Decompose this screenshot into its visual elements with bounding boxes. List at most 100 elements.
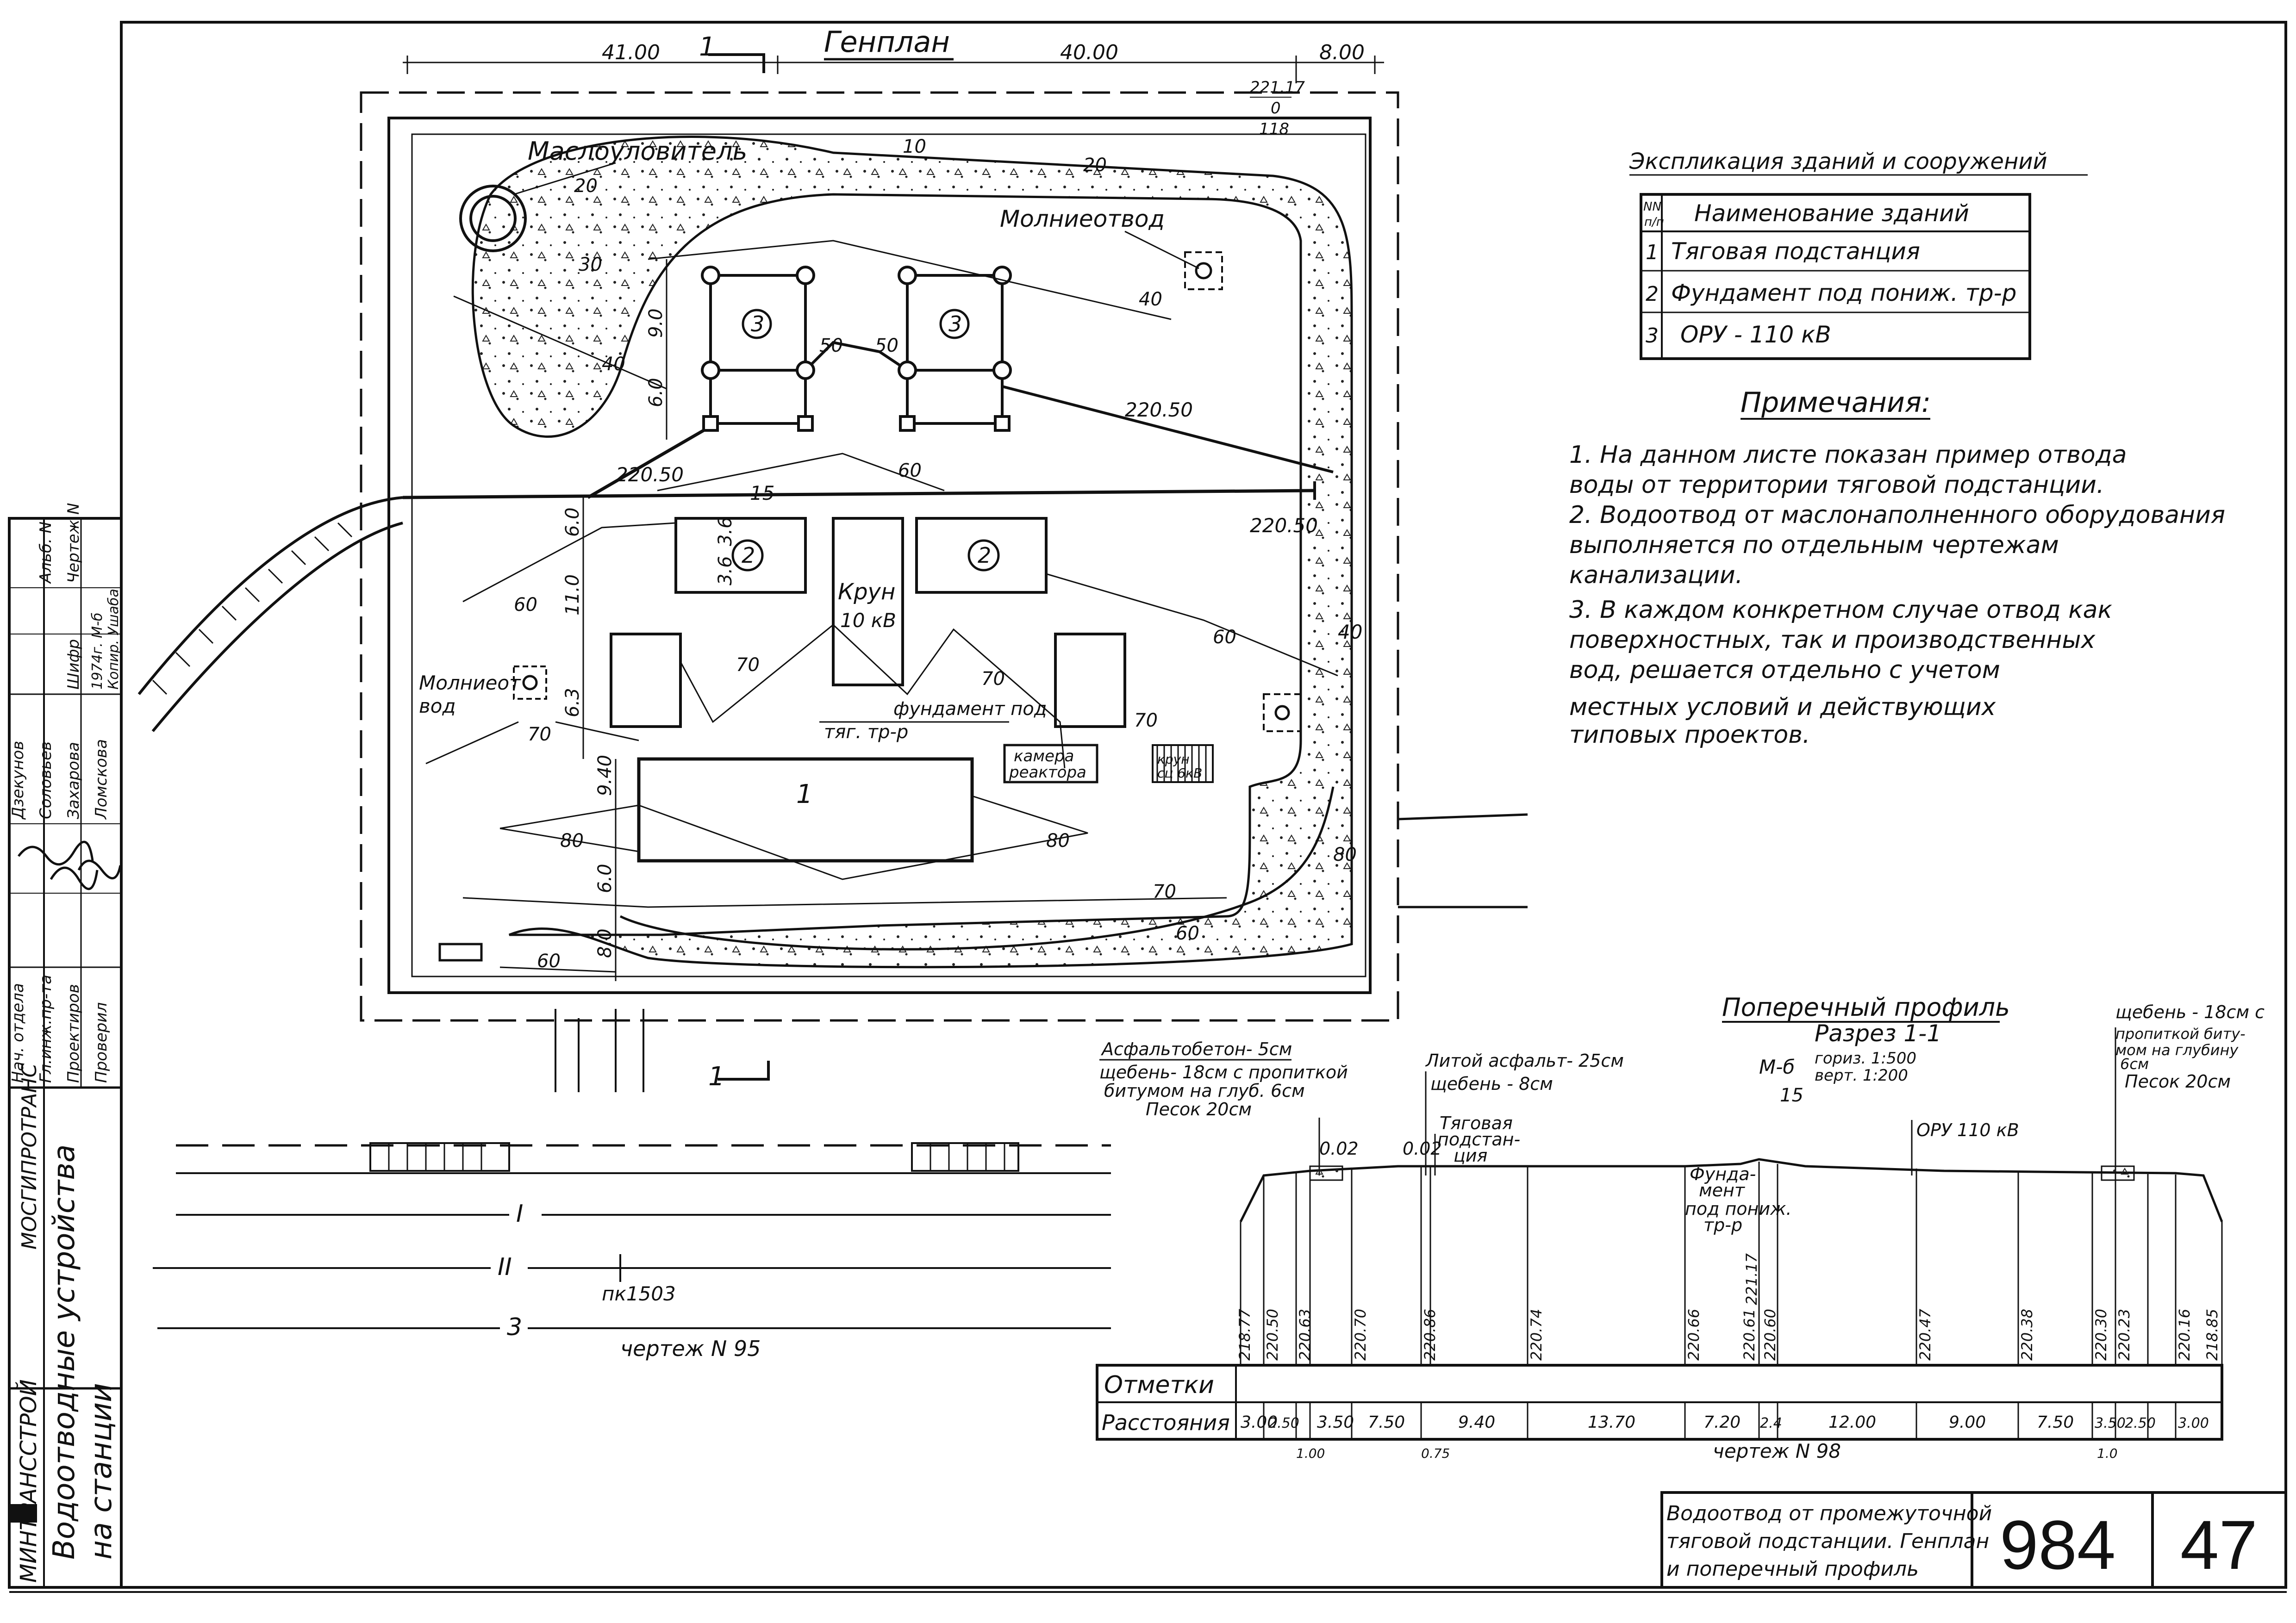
mark-value: 220.63 xyxy=(1296,1309,1314,1361)
elev-mark-1: 221.17 xyxy=(1250,78,1305,97)
contour-label: 50 xyxy=(875,335,898,356)
side-stamp: МИНТРАНССТРОЙ МОСГИПРОТРАНС Водоотводные… xyxy=(8,503,123,1589)
cross-profile: Поперечный профиль Разрез 1-1 М-б гориз.… xyxy=(1096,993,2265,1462)
title-line-2: тяговой подстанции. Генплан xyxy=(1666,1530,1989,1553)
label-lightning-rod-2a: Молниеот xyxy=(419,672,521,694)
label-reactor-1: камера xyxy=(1014,747,1074,765)
oru-110kv-structure xyxy=(709,274,1334,473)
mark-value: 220.38 xyxy=(2018,1309,2036,1361)
callout-substation: ция xyxy=(1454,1145,1487,1166)
picket-label: пк1503 xyxy=(602,1282,676,1305)
contour-label: 60 xyxy=(537,951,561,972)
label-kru-small-1: крун xyxy=(1157,752,1190,767)
row-num: 1 xyxy=(1646,241,1659,264)
stamp-header-2: Чертеж N xyxy=(64,503,83,583)
stamp-topic-line2: на станции xyxy=(84,1383,119,1560)
dist-value: 2.50 xyxy=(2125,1415,2156,1431)
row-dist-label: Расстояния xyxy=(1102,1410,1230,1435)
mark-value: 221.17 xyxy=(1743,1253,1760,1305)
kru-10kv xyxy=(832,517,904,686)
label-foundation-1: фундамент под xyxy=(893,698,1047,720)
stamp-header-1: Альб. N xyxy=(37,522,55,584)
layer-text: щебень - 18см с xyxy=(2115,1002,2265,1022)
title-line-3: и поперечный профиль xyxy=(1666,1557,1919,1581)
callout-foundation: тр-р xyxy=(1703,1215,1742,1235)
note-line: 3. В каждом конкретном случае отвод как xyxy=(1569,596,2113,624)
mark-value: 220.60 xyxy=(1761,1309,1779,1361)
mark-value: 218.85 xyxy=(2203,1309,2221,1361)
row-name: Тяговая подстанция xyxy=(1671,238,1920,265)
building-number-1: 1 xyxy=(796,779,813,809)
contour-label: 60 xyxy=(514,594,537,616)
dim-inner: 6.0 xyxy=(594,864,616,893)
dim-inner: 8.0 xyxy=(594,928,616,958)
note-line: выполняется по отдельным чертежам xyxy=(1569,531,2059,559)
col-name: Наименование зданий xyxy=(1694,200,1969,227)
contour-label: 20 xyxy=(574,175,598,197)
explication-table: Экспликация зданий и сооружений NN п/п Н… xyxy=(1629,149,2088,360)
stamp-institute: МОСГИПРОТРАНС xyxy=(18,1063,41,1250)
stamp-role-2: Гл.инж.пр-та xyxy=(37,975,55,1083)
mark-value: 220.66 xyxy=(1685,1309,1703,1361)
profile-ref: чертеж N 98 xyxy=(1713,1440,1841,1462)
label-lightning-rod-1: Молниеотвод xyxy=(1000,205,1165,232)
contour-label: 50 xyxy=(819,335,843,356)
label-oil-receiver: Маслоуловитель xyxy=(528,137,747,166)
gravel-surface xyxy=(471,136,1353,969)
traction-substation xyxy=(637,757,974,863)
mark-value: 220.30 xyxy=(2092,1309,2110,1361)
dist-value: 7.20 xyxy=(1703,1413,1741,1432)
mark-value: 220.70 xyxy=(1352,1309,1369,1361)
elevation-label: 220.50 xyxy=(1250,514,1318,537)
contour-label: 80 xyxy=(560,830,584,852)
elevation-label: 220.50 xyxy=(616,463,684,486)
contour-label: 70 xyxy=(1134,710,1158,731)
label-kru-small-2: сц 6кВ xyxy=(1157,765,1202,781)
stamp-name-2: Соловьев xyxy=(37,741,55,819)
dim-inner: 6.0 xyxy=(562,507,583,537)
sheet-number: 47 xyxy=(2180,1506,2258,1584)
label-foundation-2: тяг. тр-р xyxy=(824,721,908,743)
kru-small xyxy=(1152,744,1214,783)
dist-value: 3.00 xyxy=(1241,1413,1278,1432)
note-line: типовых проектов. xyxy=(1569,721,1810,749)
album-number: 984 xyxy=(2000,1506,2115,1584)
mark-value: 220.50 xyxy=(1264,1309,1281,1361)
dist-value: 9.00 xyxy=(1949,1413,1986,1432)
title-block: Водоотвод от промежуточной тяговой подст… xyxy=(1660,1491,2287,1589)
dist-value: 3.50 xyxy=(2095,1415,2126,1431)
contour-label: 60 xyxy=(898,460,922,481)
dim-top-1: 41.00 xyxy=(602,41,660,64)
mark-value: 220.16 xyxy=(2176,1309,2193,1361)
signature xyxy=(77,859,122,880)
well-icon xyxy=(1263,693,1302,732)
track-label-2: II xyxy=(498,1253,512,1281)
layer-text: мом на глубину xyxy=(2115,1041,2239,1059)
contour-label: 70 xyxy=(981,668,1005,690)
note-line: местных условий и действующих xyxy=(1569,693,1997,721)
dist-value: 7.50 xyxy=(2037,1413,2074,1432)
section-mark-bottom: 1 xyxy=(708,1062,725,1092)
elev-mark-3: 118 xyxy=(1259,120,1289,138)
dist-value: 3.00 xyxy=(2178,1415,2209,1431)
note-line: воды от территории тяговой подстанции. xyxy=(1569,471,2104,499)
row-num: 3 xyxy=(1646,324,1659,348)
stamp-topic-line1: Водоотводные устройства xyxy=(47,1144,81,1560)
sheet-frame xyxy=(9,21,2287,1593)
lightning-rod-icon xyxy=(1184,251,1223,290)
col-num-1: NN xyxy=(1643,200,1661,214)
stamp-role-3: Проектиров xyxy=(64,984,83,1083)
building-number-3b: 3 xyxy=(948,311,962,336)
mark-value: 220.74 xyxy=(1528,1309,1545,1361)
drainage-ditch xyxy=(402,489,1315,499)
notes: Примечания: 1. На данном листе показан п… xyxy=(1569,386,2225,749)
genplan: Генплан 1 1 41.00 40.00 8.00 221.17 0 11… xyxy=(137,25,1528,1092)
callout-substation: подстан- xyxy=(1437,1129,1520,1150)
stamp-name-1: Дзекунов xyxy=(9,741,27,820)
dist-extra: 0.75 xyxy=(1421,1446,1450,1461)
layer-text: Асфальтобетон- 5см xyxy=(1100,1039,1292,1059)
elevation-label: 220.50 xyxy=(1125,398,1193,421)
contour-label: 70 xyxy=(528,724,551,745)
slope-mid: 0.02 xyxy=(1403,1138,1442,1159)
signature xyxy=(50,866,99,890)
